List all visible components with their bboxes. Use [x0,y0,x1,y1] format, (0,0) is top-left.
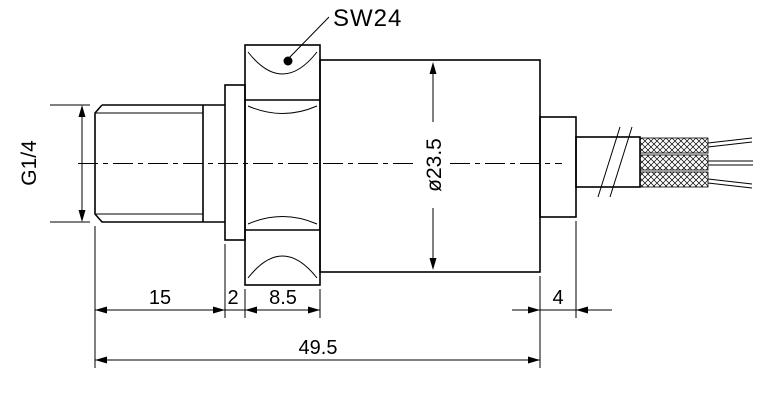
dimension-diameter: ø23.5 [423,62,446,270]
rear-step [539,116,577,218]
extension-lines [94,221,577,368]
thread-label: G1/4 [18,140,41,186]
dim-flange-width: 2 [227,287,238,309]
thread-section [94,104,225,223]
lead-wires [707,137,753,189]
dimension-step: 4 [512,287,612,314]
dim-total-length: 49.5 [299,337,338,359]
flange-section [224,84,246,241]
cable-braid [639,137,709,188]
dimension-row-front: 15 2 8.5 [95,287,320,314]
dim-hex-width: 8.5 [269,287,297,309]
dimension-thread: G1/4 [18,104,90,223]
diameter-label: ø23.5 [423,138,446,192]
dim-step-width: 4 [552,287,563,309]
cable-section [575,126,641,198]
dimension-overall: 49.5 [95,337,540,364]
dim-thread-length: 15 [149,287,171,309]
wrench-size-label: SW24 [333,5,402,32]
wrench-size-callout: SW24 [288,5,402,59]
hex-nut [244,44,321,286]
sw24-leader-dot [283,56,293,66]
